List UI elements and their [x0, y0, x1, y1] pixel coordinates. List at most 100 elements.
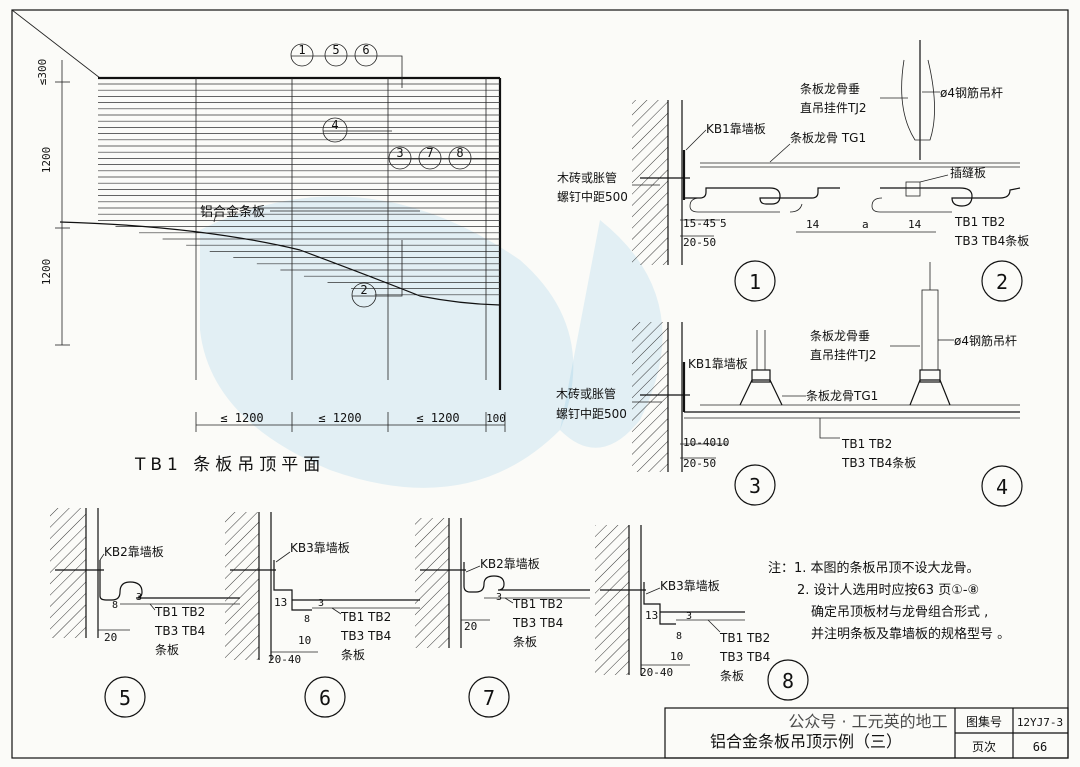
hanger-tj2 [921, 289, 939, 371]
svg-text:2: 2 [360, 283, 367, 297]
svg-text:TB1 TB2: TB1 TB2 [719, 631, 770, 645]
svg-text:4: 4 [331, 118, 338, 132]
svg-text:20-40: 20-40 [268, 653, 301, 666]
label-hanger: 条板龙骨垂 [810, 329, 870, 343]
dim-14a: 14 [806, 218, 820, 231]
svg-text:条板: 条板 [513, 635, 537, 649]
svg-text:8: 8 [304, 614, 310, 625]
dim-10-40: 10-4010 [683, 436, 729, 449]
title-block: 铝合金条板吊顶示例（三） 图集号 12YJ7-3 页次 66 公众号 · 工元英… [664, 707, 1069, 759]
svg-text:3: 3 [749, 474, 761, 498]
svg-text:条板: 条板 [341, 648, 365, 662]
detail-number-2 [981, 260, 1023, 302]
svg-text:8: 8 [782, 669, 794, 693]
watermark-shape [200, 196, 574, 488]
detail-number-6 [304, 676, 346, 718]
ceiling-plan: 铝合金条板 ≤300 1200 1200 ≤ 1200 ≤ 1200 ≤ 120… [36, 43, 506, 475]
atlas-value: 12YJ7-3 [1017, 716, 1063, 729]
note-line-1: 注：1. 本图的条板吊顶不设大龙骨。 [768, 560, 980, 576]
dim-bottom-1: ≤ 1200 [220, 411, 263, 425]
svg-text:1: 1 [749, 270, 761, 294]
dim-20-50: 20-50 [683, 236, 716, 249]
label-wallboard: KB2靠墙板 [480, 557, 540, 571]
svg-text:8: 8 [112, 600, 118, 611]
dim-15-45: 15-45 [683, 217, 716, 230]
svg-text:5: 5 [119, 686, 131, 710]
svg-text:13: 13 [645, 609, 658, 622]
note-line-2: 2. 设计人选用时应按63 页①-⑧ [797, 582, 979, 598]
svg-text:3: 3 [396, 146, 403, 160]
svg-text:13: 13 [274, 596, 287, 609]
svg-text:7: 7 [483, 686, 495, 710]
keel-clip [909, 379, 951, 406]
dim-a: a [862, 218, 869, 231]
sheet-border [11, 9, 1069, 759]
label-wallboard: KB1靠墙板 [688, 357, 748, 371]
svg-text:TB1 TB2: TB1 TB2 [340, 610, 391, 624]
label-screw1: 木砖或胀管 [556, 386, 616, 401]
label-rod: ø4钢筋吊杆 [954, 333, 1017, 348]
svg-text:TB3 TB4: TB3 TB4 [719, 650, 770, 664]
callout-4: 4 [322, 117, 392, 143]
detail-number-3 [734, 464, 776, 506]
plan-strip-label: 铝合金条板 [200, 204, 265, 220]
label-screw2: 螺钉中距500 [557, 189, 628, 204]
callout-378: 3 7 8 [388, 146, 500, 170]
svg-text:10: 10 [298, 634, 311, 647]
svg-text:6: 6 [319, 686, 331, 710]
svg-text:3: 3 [318, 598, 324, 609]
svg-text:6: 6 [362, 43, 369, 57]
kb2-profile [99, 560, 240, 601]
svg-text:20-40: 20-40 [640, 666, 673, 679]
detail-8: KB3靠墙板 13 3 8 10 20-40 TB1 TB2 TB3 TB4 条… [595, 525, 809, 701]
atlas-label: 图集号 [966, 714, 1002, 729]
svg-text:20: 20 [464, 620, 477, 633]
wall-hatch [632, 100, 668, 265]
detail-number-5 [104, 676, 146, 718]
svg-text:7: 7 [426, 146, 433, 160]
strip-profile [684, 187, 840, 205]
svg-text:20: 20 [104, 631, 117, 644]
svg-text:TB3 TB4: TB3 TB4 [340, 629, 391, 643]
label-keel: 条板龙骨TG1 [806, 389, 878, 403]
detail-number-8 [767, 659, 809, 701]
detail-number-1 [734, 260, 776, 302]
watermark-text: 公众号 · 工元英的地工 [788, 712, 947, 731]
seam-board [905, 181, 921, 197]
label-tb2: TB3 TB4条板 [841, 456, 916, 470]
svg-text:3: 3 [686, 611, 692, 622]
label-keel: 条板龙骨 TG1 [790, 131, 866, 145]
dim-bottom-2: ≤ 1200 [318, 411, 361, 425]
corner-diagonal [11, 9, 101, 79]
svg-text:TB3 TB4: TB3 TB4 [154, 624, 205, 638]
label-hanger2: 直吊挂件TJ2 [800, 101, 867, 115]
label-screw2: 螺钉中距500 [556, 406, 627, 421]
dim-left-300: ≤300 [36, 59, 49, 86]
svg-text:2: 2 [996, 270, 1008, 294]
detail-1-2: 条板龙骨垂 直吊挂件TJ2 ø4钢筋吊杆 KB1靠墙板 条板龙骨 TG1 木砖或… [557, 40, 1029, 302]
svg-text:3: 3 [496, 592, 502, 603]
label-screw1: 木砖或胀管 [557, 170, 617, 185]
dim-bottom-4: 100 [486, 412, 506, 425]
label-wallboard: KB2靠墙板 [104, 545, 164, 559]
svg-text:3: 3 [136, 592, 142, 603]
dim-left-1200b: 1200 [40, 259, 53, 286]
dim-14b: 14 [908, 218, 922, 231]
svg-text:8: 8 [456, 146, 463, 160]
svg-text:条板: 条板 [720, 669, 744, 683]
label-tb1: TB1 TB2 [954, 215, 1005, 229]
svg-text:1: 1 [298, 43, 305, 57]
detail-6: KB3靠墙板 13 3 8 10 20-40 TB1 TB2 TB3 TB4 条… [225, 512, 420, 718]
callout-156: 1 5 6 [290, 43, 403, 88]
label-seam: 插缝板 [950, 165, 986, 180]
plan-break-line [59, 221, 501, 306]
page-label: 页次 [972, 740, 996, 754]
detail-5: KB2靠墙板 8 3 20 TB1 TB2 TB3 TB4 条板 5 [50, 508, 240, 718]
svg-text:TB1 TB2: TB1 TB2 [154, 605, 205, 619]
page-value: 66 [1033, 740, 1047, 754]
svg-text:TB3 TB4: TB3 TB4 [512, 616, 563, 630]
svg-text:5: 5 [332, 43, 339, 57]
label-tb2: TB3 TB4条板 [954, 234, 1029, 248]
